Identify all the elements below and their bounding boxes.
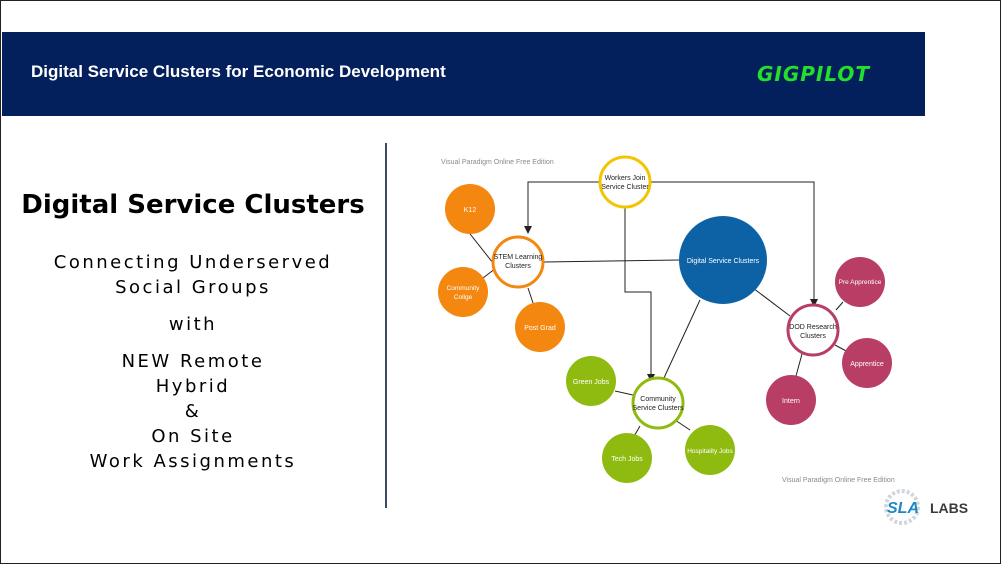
- edge-stem-postgrad: [527, 287, 534, 304]
- line-hybrid: Hybrid: [155, 376, 231, 397]
- node-apprentice-label: Apprentice: [850, 361, 884, 368]
- node-community-service: Community Service Clusters: [631, 376, 685, 430]
- node-stem-label-1: STEM Learning: [494, 254, 543, 261]
- line-work-assignments: Work Assignments: [89, 451, 297, 472]
- edge-community-green: [614, 390, 634, 396]
- node-community-label-1: Community: [640, 396, 676, 403]
- node-college-label-1: Community: [447, 285, 481, 292]
- node-k12-label: K12: [464, 207, 477, 214]
- svg-text:SLA: SLA: [887, 500, 919, 517]
- edge-workers-community: [624, 207, 655, 382]
- node-green-jobs: Green Jobs: [566, 356, 616, 406]
- node-hospitality-label: Hospitality Jobs: [687, 448, 733, 455]
- node-workers-label-2: Service Cluster: [601, 184, 649, 191]
- node-dod: DOD Research Clusters: [786, 303, 840, 357]
- slalabs-logo: SLA LABS: [884, 489, 968, 525]
- node-postgrad-label: Post Grad: [524, 325, 556, 332]
- node-post-grad: Post Grad: [515, 302, 565, 352]
- edge-dod-preapprentice: [835, 301, 844, 311]
- line-on-site: On Site: [151, 426, 235, 447]
- node-techjobs-label: Tech Jobs: [611, 456, 643, 463]
- node-community-college: Community Collge: [438, 267, 488, 317]
- panel-heading: Digital Service Clusters: [21, 190, 365, 220]
- node-tech-jobs: Tech Jobs: [602, 433, 652, 483]
- edge-workers-dod: [650, 181, 818, 307]
- watermark-bottom: Visual Paradigm Online Free Edition: [782, 477, 895, 484]
- slide-title: Digital Service Clusters for Economic De…: [31, 62, 446, 81]
- watermark-top: Visual Paradigm Online Free Edition: [441, 159, 554, 166]
- node-community-label-2: Service Clusters: [633, 405, 684, 412]
- node-pre-apprentice: Pre Apprentice: [835, 257, 885, 307]
- node-workers: Workers Join Service Cluster: [598, 155, 652, 209]
- node-dod-label-2: Clusters: [800, 333, 826, 340]
- left-panel: Digital Service Clusters Connecting Unde…: [0, 180, 386, 474]
- edge-community-hospitality: [674, 419, 691, 431]
- connectors: [462, 181, 849, 439]
- edge-dod-intern: [795, 353, 803, 377]
- vertical-divider: [385, 143, 387, 508]
- line-connecting: Connecting Underserved: [53, 252, 333, 273]
- edge-digital-dod: [752, 287, 791, 317]
- node-k12: K12: [445, 184, 495, 234]
- line-ampersand: &: [184, 401, 202, 422]
- svg-text:LABS: LABS: [930, 500, 968, 516]
- node-intern: Intern: [766, 375, 816, 425]
- node-intern-label: Intern: [782, 398, 800, 405]
- node-dod-label-1: DOD Research: [789, 324, 837, 331]
- edge-stem-digital: [543, 259, 681, 263]
- node-stem: STEM Learning Clusters: [491, 235, 545, 289]
- line-with: with: [168, 314, 218, 335]
- header-banner: Digital Service Clusters for Economic De…: [2, 32, 925, 116]
- line-social-groups: Social Groups: [115, 277, 271, 298]
- node-stem-label-2: Clusters: [505, 263, 531, 270]
- node-greenjobs-label: Green Jobs: [573, 379, 610, 386]
- node-digital: Digital Service Clusters: [679, 216, 767, 304]
- node-college-label-2: Collge: [454, 294, 473, 301]
- node-apprentice: Apprentice: [842, 338, 892, 388]
- node-preapprentice-label: Pre Apprentice: [839, 279, 882, 286]
- node-digital-label: Digital Service Clusters: [687, 258, 760, 265]
- edge-workers-stem: [524, 181, 600, 234]
- node-hospitality-jobs: Hospitality Jobs: [685, 425, 735, 475]
- gigpilot-logo: GIGPILOT: [757, 62, 871, 86]
- edge-digital-community: [662, 299, 701, 381]
- node-workers-label-1: Workers Join: [605, 175, 646, 182]
- line-new-remote: NEW Remote: [121, 351, 265, 372]
